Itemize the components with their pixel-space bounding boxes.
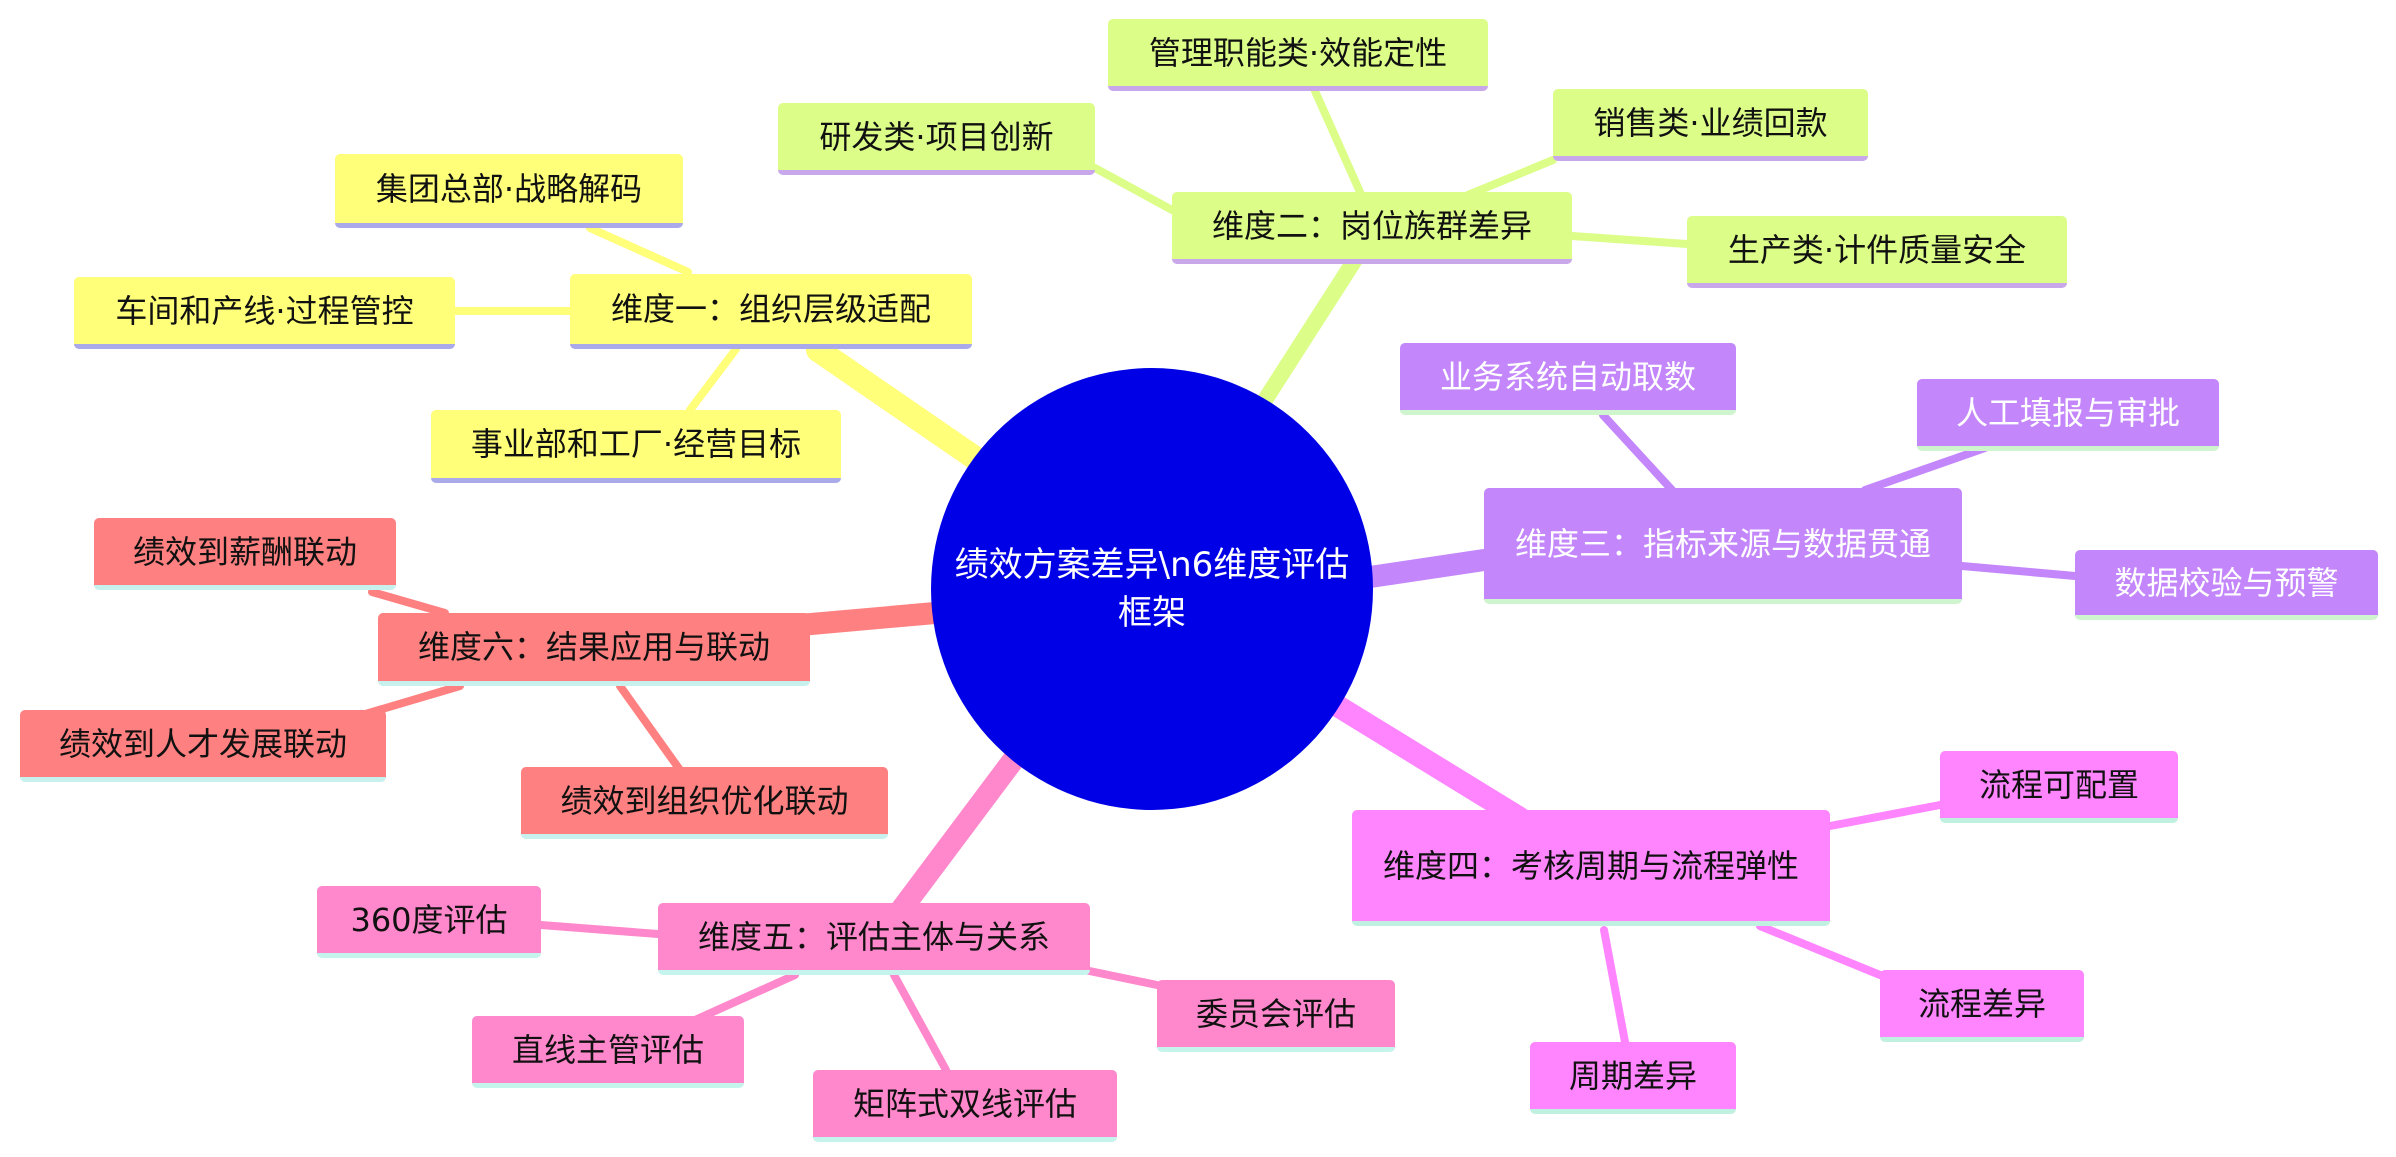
dimension-3-node[interactable]: 维度三：指标来源与数据贯通 — [1484, 488, 1962, 604]
dimension-2-child-2[interactable]: 研发类·项目创新 — [778, 103, 1095, 175]
dimension-1-child-3[interactable]: 事业部和工厂·经营目标 — [431, 410, 841, 483]
connector-d3-c2 — [1861, 444, 1989, 494]
connector-d5-c1 — [537, 921, 662, 938]
dimension-2-child-3[interactable]: 销售类·业绩回款 — [1553, 89, 1868, 161]
connector-d6-c1 — [368, 588, 449, 617]
dimension-4-child-3[interactable]: 周期差异 — [1530, 1042, 1736, 1114]
dimension-3-label: 维度三：指标来源与数据贯通 — [1514, 524, 1931, 563]
dimension-5-child-2[interactable]: 直线主管评估 — [472, 1016, 744, 1088]
dimension-6-child-2[interactable]: 绩效到人才发展联动 — [20, 710, 386, 782]
connector-root-d2 — [1257, 247, 1366, 408]
connector-d1-c1 — [586, 224, 692, 276]
dimension-4-child-2[interactable]: 流程差异 — [1880, 970, 2084, 1042]
dimension-2-child-4[interactable]: 生产类·计件质量安全 — [1687, 216, 2067, 288]
dimension-5-child-1[interactable]: 360度评估 — [317, 886, 541, 958]
dimension-1-child-2[interactable]: 车间和产线·过程管控 — [74, 277, 455, 349]
connector-d4-c3 — [1600, 926, 1629, 1046]
root-label: 绩效方案差异\n6维度评估框架 — [954, 545, 1350, 633]
dimension-6-child-3[interactable]: 绩效到组织优化联动 — [521, 767, 888, 839]
dimension-4-child-1[interactable]: 流程可配置 — [1940, 751, 2178, 823]
connector-d4-c2 — [1756, 922, 1884, 979]
dimension-2-label: 维度二：岗位族群差异 — [1211, 206, 1532, 245]
connector-d3-c1 — [1599, 411, 1676, 494]
connector-d2-c2 — [1091, 164, 1176, 214]
connector-d2-c4 — [1568, 232, 1691, 248]
dimension-4-node[interactable]: 维度四：考核周期与流程弹性 — [1352, 810, 1830, 926]
dimension-5-label: 维度五：评估主体与关系 — [697, 917, 1050, 956]
dimension-1-child-1[interactable]: 集团总部·战略解码 — [335, 154, 683, 228]
connector-root-d5 — [881, 744, 1028, 933]
connector-root-d4 — [1325, 694, 1531, 829]
dimension-3-child-3[interactable]: 数据校验与预警 — [2075, 550, 2378, 620]
connector-d5-c3 — [890, 971, 950, 1074]
connector-root-d1 — [806, 338, 987, 470]
dimension-5-node[interactable]: 维度五：评估主体与关系 — [658, 903, 1090, 975]
dimension-6-label: 维度六：结果应用与联动 — [417, 628, 770, 666]
connector-d6-c3 — [616, 682, 684, 774]
dimension-6-child-1[interactable]: 绩效到薪酬联动 — [94, 518, 396, 590]
connector-root-d3 — [1359, 549, 1495, 588]
dimension-3-child-1[interactable]: 业务系统自动取数 — [1400, 343, 1736, 415]
connector-d3-c3 — [1958, 562, 2079, 580]
dimension-1-label: 维度一：组织层级适配 — [610, 290, 931, 328]
connector-root-d6 — [789, 602, 946, 636]
root-node[interactable]: 绩效方案差异\n6维度评估框架 — [931, 368, 1373, 810]
dimension-2-node[interactable]: 维度二：岗位族群差异 — [1172, 192, 1572, 264]
dimension-5-child-3[interactable]: 矩阵式双线评估 — [813, 1070, 1117, 1142]
dimension-1-node[interactable]: 维度一：组织层级适配 — [570, 274, 972, 349]
connector-d2-c1 — [1311, 87, 1364, 196]
dimension-4-label: 维度四：考核周期与流程弹性 — [1382, 846, 1799, 885]
connector-d1-c3 — [686, 345, 740, 414]
connector-d2-c3 — [1464, 156, 1557, 199]
connector-d4-c1 — [1826, 801, 1944, 830]
dimension-2-child-1[interactable]: 管理职能类·效能定性 — [1108, 19, 1488, 91]
dimension-5-child-4[interactable]: 委员会评估 — [1157, 980, 1395, 1052]
dimension-3-child-2[interactable]: 人工填报与审批 — [1917, 379, 2219, 451]
connector-d5-c2 — [691, 971, 799, 1024]
dimension-6-node[interactable]: 维度六：结果应用与联动 — [378, 613, 810, 686]
